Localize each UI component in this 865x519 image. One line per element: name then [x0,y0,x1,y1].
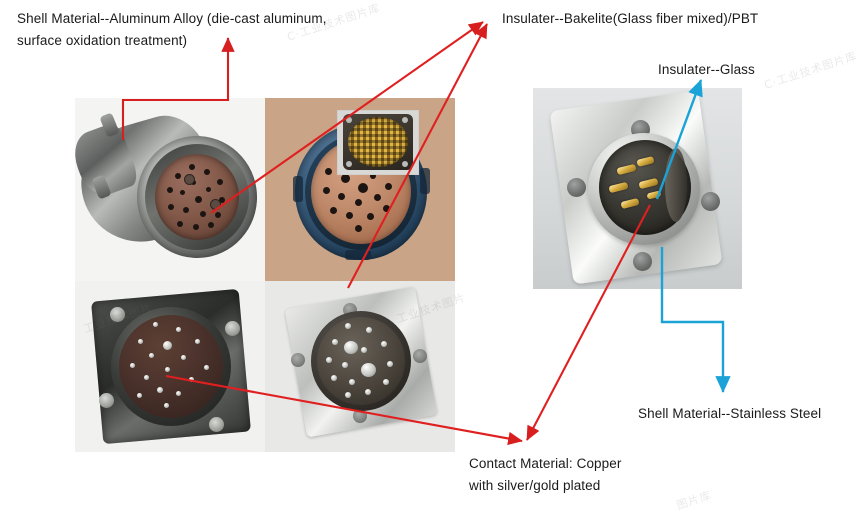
arrow-shell-stainless [660,247,731,393]
arrow-contact-right [526,204,651,441]
gold-contact-array [348,117,408,167]
label-insulator-bakelite: Insulater--Bakelite(Glass fiber mixed)/P… [502,11,759,26]
stainless-insulator-face [317,317,405,405]
arrow-insulator-bakelite-left [210,21,484,214]
label-contact-material: Contact Material: Copper with silver/gol… [469,456,622,493]
photo-gold-contact-array [337,110,419,175]
photo-aluminum-plug-angled [75,98,265,281]
photo-dark-square-flange-receptacle [75,281,265,452]
arrow-insulator-glass [655,79,703,200]
arrow-contact-left [165,374,523,446]
arrow-shell-aluminum [121,37,235,140]
keyway [665,148,687,222]
label-shell-aluminum: Shell Material--Aluminum Alloy (die-cast… [17,11,327,48]
dark-insulator-face [119,315,223,418]
bakelite-insulator-face-a [155,154,239,240]
photo-stainless-flange-connector [533,88,742,289]
label-insulator-glass: Insulater--Glass [658,62,755,77]
label-shell-stainless: Shell Material--Stainless Steel [638,406,822,421]
arrow-insulator-bakelite-right [347,23,488,289]
